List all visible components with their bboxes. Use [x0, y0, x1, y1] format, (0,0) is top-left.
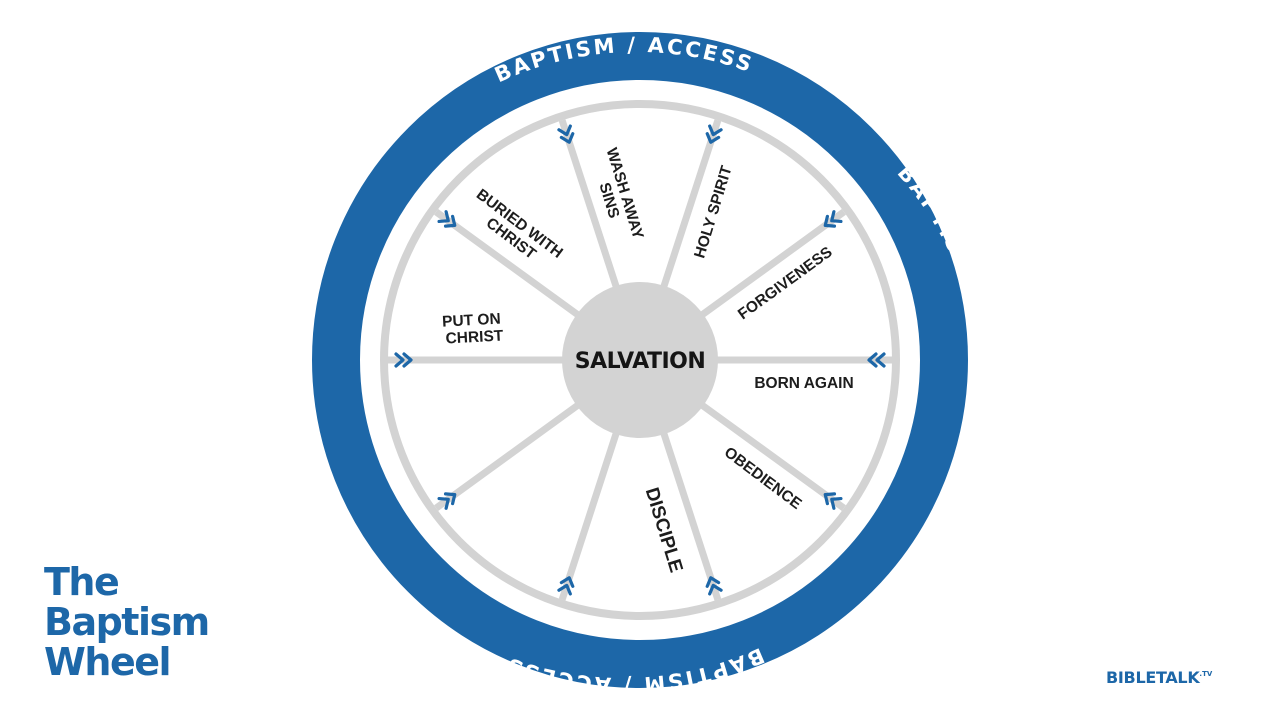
inward-chevron-icon [437, 210, 457, 228]
inner-rim [380, 100, 900, 620]
outer-ring [312, 32, 968, 688]
inward-chevron-icon [705, 124, 723, 144]
inward-chevron-icon [394, 352, 413, 368]
spoke-5 [694, 209, 846, 322]
spoke-label-put-on-christ: PUT ON CHRIST [442, 310, 507, 347]
brand-suffix: .TV [1199, 670, 1213, 678]
inward-chevron-icon [867, 352, 886, 368]
title-line-3: Wheel [44, 640, 172, 684]
bibletalk-logo: BIBLETALK.TV [1106, 668, 1212, 687]
inward-chevron-icon [823, 210, 843, 228]
spoke-2 [434, 209, 586, 322]
spoke-label-born-again: BORN AGAIN [754, 375, 853, 392]
spoke-label-obedience: OBEDIENCE [721, 444, 805, 513]
spokes [388, 119, 892, 601]
inward-chevron-icon [705, 576, 723, 596]
page-title: The Baptism Wheel [44, 560, 210, 684]
spoke-arrows [394, 124, 886, 596]
hub-label: SALVATION [575, 349, 706, 374]
brand-name: BIBLETALK [1106, 668, 1200, 687]
hub [562, 282, 718, 438]
title-line-2: Baptism [44, 600, 210, 644]
spoke-4 [658, 119, 722, 295]
spoke-7 [694, 398, 846, 511]
inward-chevron-icon [557, 576, 575, 596]
inward-chevron-icon [437, 492, 457, 510]
spoke-8 [658, 425, 722, 601]
inward-chevron-icon [823, 492, 843, 510]
spoke-3 [558, 119, 622, 295]
spoke-label-buried-with-christ: BURIED WITH CHRIST [463, 186, 569, 278]
spoke-9 [558, 425, 622, 601]
title-line-1: The [44, 560, 120, 604]
spoke-label-disciple: DISCIPLE [641, 485, 687, 575]
inward-chevron-icon [557, 124, 575, 144]
spoke-10 [434, 398, 586, 511]
